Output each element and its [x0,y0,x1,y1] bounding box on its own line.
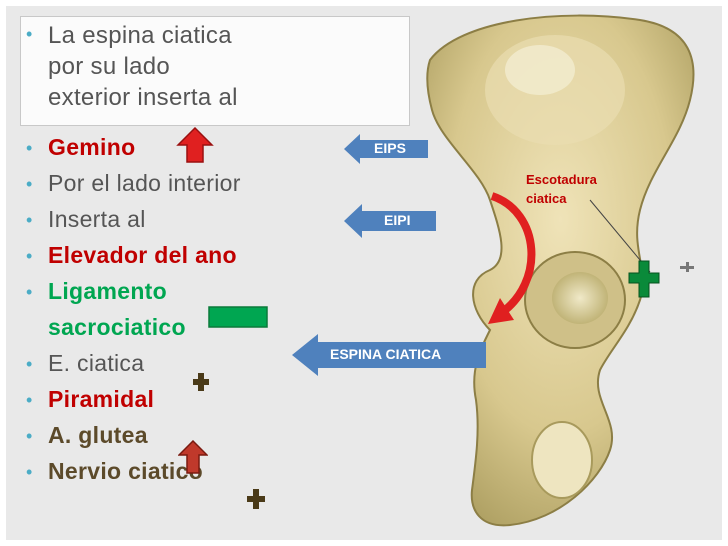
bullet-dot: • [26,426,33,446]
blue-left-arrow-icon [344,134,428,164]
dash-mark [686,262,689,272]
bullet-dot: • [26,210,33,230]
list-item-e-ciatica: E. ciatica [48,350,145,376]
bullet-dot: • [26,24,33,44]
title-line-1: La espina ciatica [48,22,232,49]
plus-icon [628,260,660,298]
list-item-gemino: Gemino [48,134,136,160]
green-bar-icon [208,306,268,328]
list-item-elevador: Elevador del ano [48,242,237,268]
title-text: La espina ciatica por su lado exterior i… [48,20,378,113]
title-line-3: exterior inserta al [48,84,238,111]
bullet-dot: • [26,246,33,266]
label-eipi: EIPI [384,212,411,228]
label-eips: EIPS [374,140,406,156]
bullet-dot: • [26,282,33,302]
bullet-dot: • [26,462,33,482]
bullet-dot: • [26,174,33,194]
blue-left-arrow-icon [344,204,436,238]
title-box [20,16,410,126]
list-item-ligamento: Ligamento [48,278,167,304]
plus-icon [247,489,265,509]
list-item-nervio-ciatico: Nervio ciatico [48,458,204,484]
blue-left-arrow-icon [292,334,486,376]
title-line-2: por su lado [48,53,171,80]
list-item-a-glutea: A. glutea [48,422,148,448]
plus-icon [193,373,209,391]
red-curved-arrow-icon [488,192,536,324]
bullet-dot: • [26,138,33,158]
list-item-sacrociatico: sacrociatico [48,314,186,340]
list-item-inserta: Inserta al [48,206,146,232]
list-item-lado-interior: Por el lado interior [48,170,241,196]
up-arrow-icon [176,126,214,163]
label-escotadura-ciatica: Escotadura ciatica [526,172,597,206]
up-arrow-icon [178,440,208,474]
bullet-dot: • [26,354,33,374]
bullet-dot: • [26,390,33,410]
list-item-piramidal: Piramidal [48,386,155,412]
label-espina-ciatica: ESPINA CIATICA [330,346,442,362]
